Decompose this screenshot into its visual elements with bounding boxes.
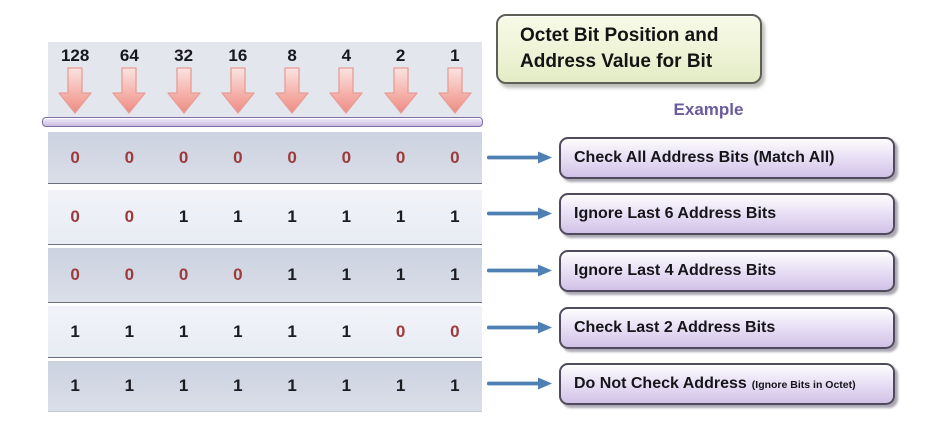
bit-cell: 1 bbox=[395, 376, 406, 395]
bit-cell: 1 bbox=[233, 376, 243, 395]
example-box: Check All Address Bits (Match All) bbox=[559, 137, 895, 179]
pink-down-arrow-icon bbox=[438, 67, 472, 114]
pink-down-arrow-icon bbox=[221, 67, 255, 114]
bit-cell: 1 bbox=[70, 321, 80, 341]
blue-right-arrow-icon bbox=[487, 207, 552, 220]
pink-down-arrow-icon bbox=[166, 67, 201, 114]
bit-cell: 0 bbox=[124, 265, 135, 284]
bit-cell: 0 bbox=[70, 147, 80, 167]
bit-cell: 1 bbox=[450, 265, 460, 284]
blue-right-arrow-icon bbox=[487, 377, 552, 390]
title-box: Octet Bit Position and Address Value for… bbox=[496, 14, 762, 84]
bit-cell: 0 bbox=[395, 321, 406, 341]
example-box: Check Last 2 Address Bits bbox=[559, 307, 895, 349]
example-heading: Example bbox=[673, 100, 744, 119]
bit-cell: 1 bbox=[287, 376, 297, 395]
bit-cell: 1 bbox=[287, 207, 297, 226]
bit-position-label: 1 bbox=[450, 46, 460, 65]
bit-cell: 0 bbox=[233, 265, 243, 284]
bit-position-label: 2 bbox=[395, 46, 406, 65]
bit-cell: 1 bbox=[233, 321, 243, 341]
bit-cell: 1 bbox=[124, 376, 135, 395]
bit-row: 0 0 0 0 0 0 0 0 bbox=[48, 132, 482, 184]
bit-position-label: 64 bbox=[119, 46, 139, 65]
example-box-label: Check All Address Bits (Match All) bbox=[574, 149, 835, 166]
pink-down-arrow-icon bbox=[58, 67, 92, 114]
bit-cell: 1 bbox=[124, 321, 135, 341]
blue-right-arrow-icon bbox=[487, 151, 552, 164]
bit-cell: 0 bbox=[70, 265, 80, 284]
bit-position-label: 16 bbox=[228, 46, 248, 65]
pink-down-arrow-icon bbox=[112, 67, 147, 114]
bit-cell: 0 bbox=[450, 147, 460, 167]
pink-down-arrow-icon bbox=[383, 67, 418, 114]
bit-cell: 0 bbox=[124, 207, 135, 226]
bit-position-row: 128 64 32 16 8 4 2 1 bbox=[48, 45, 482, 67]
bit-cell: 0 bbox=[124, 147, 135, 167]
example-box-label: Ignore Last 4 Address Bits bbox=[574, 262, 777, 279]
example-box: Ignore Last 6 Address Bits bbox=[559, 193, 895, 235]
pink-down-arrow-icon bbox=[275, 67, 309, 114]
bit-cell: 1 bbox=[450, 376, 460, 395]
title-line-2: Address Value for Bit bbox=[520, 51, 713, 72]
bit-cell: 1 bbox=[287, 265, 297, 284]
example-box: Ignore Last 4 Address Bits bbox=[559, 250, 895, 292]
bit-cell: 0 bbox=[395, 147, 406, 167]
bit-cell: 1 bbox=[287, 321, 297, 341]
bit-row: 1 1 1 1 1 1 1 1 bbox=[48, 361, 482, 412]
bit-row: 0 0 1 1 1 1 1 1 bbox=[48, 190, 482, 245]
bit-cell: 1 bbox=[341, 321, 352, 341]
example-box-label: Do Not Check Address bbox=[574, 375, 747, 392]
bit-pointer-row bbox=[48, 66, 482, 116]
bit-cell: 0 bbox=[70, 207, 80, 226]
bit-cell: 1 bbox=[233, 207, 243, 226]
example-box-label: Check Last 2 Address Bits bbox=[574, 319, 776, 336]
bit-position-label: 8 bbox=[287, 46, 297, 65]
bit-cell: 1 bbox=[395, 207, 406, 226]
bit-cell: 0 bbox=[178, 147, 189, 167]
bit-cell: 0 bbox=[287, 147, 297, 167]
title-line-1: Octet Bit Position and bbox=[520, 25, 719, 46]
pink-down-arrow-icon bbox=[329, 67, 364, 114]
bit-cell: 0 bbox=[178, 265, 189, 284]
example-box-label: Ignore Last 6 Address Bits bbox=[574, 205, 777, 222]
bit-position-label: 32 bbox=[174, 46, 194, 65]
bit-cell: 1 bbox=[178, 376, 189, 395]
blue-right-arrow-icon bbox=[487, 264, 552, 277]
bit-cell: 1 bbox=[178, 321, 189, 341]
bit-cell: 1 bbox=[341, 376, 352, 395]
bit-cell: 0 bbox=[341, 147, 352, 167]
bit-position-label: 4 bbox=[341, 46, 352, 65]
octet-bar bbox=[42, 117, 483, 127]
bit-cell: 1 bbox=[395, 265, 406, 284]
bit-table-header-background bbox=[48, 42, 482, 117]
bit-cell: 1 bbox=[450, 207, 460, 226]
bit-cell: 1 bbox=[178, 207, 189, 226]
example-box-note: (Ignore Bits in Octet) bbox=[751, 379, 856, 391]
bit-cell: 1 bbox=[341, 207, 352, 226]
blue-right-arrow-icon bbox=[487, 321, 552, 334]
bit-cell: 1 bbox=[341, 265, 352, 284]
bit-row: 0 0 0 0 1 1 1 1 bbox=[48, 248, 482, 303]
example-box: Do Not Check Address (Ignore Bits in Octe… bbox=[559, 363, 895, 405]
bit-cell: 0 bbox=[233, 147, 243, 167]
bit-row: 1 1 1 1 1 1 0 0 bbox=[48, 306, 482, 358]
bit-cell: 1 bbox=[70, 376, 80, 395]
bit-cell: 0 bbox=[450, 321, 460, 341]
bit-position-label: 128 bbox=[60, 46, 90, 65]
